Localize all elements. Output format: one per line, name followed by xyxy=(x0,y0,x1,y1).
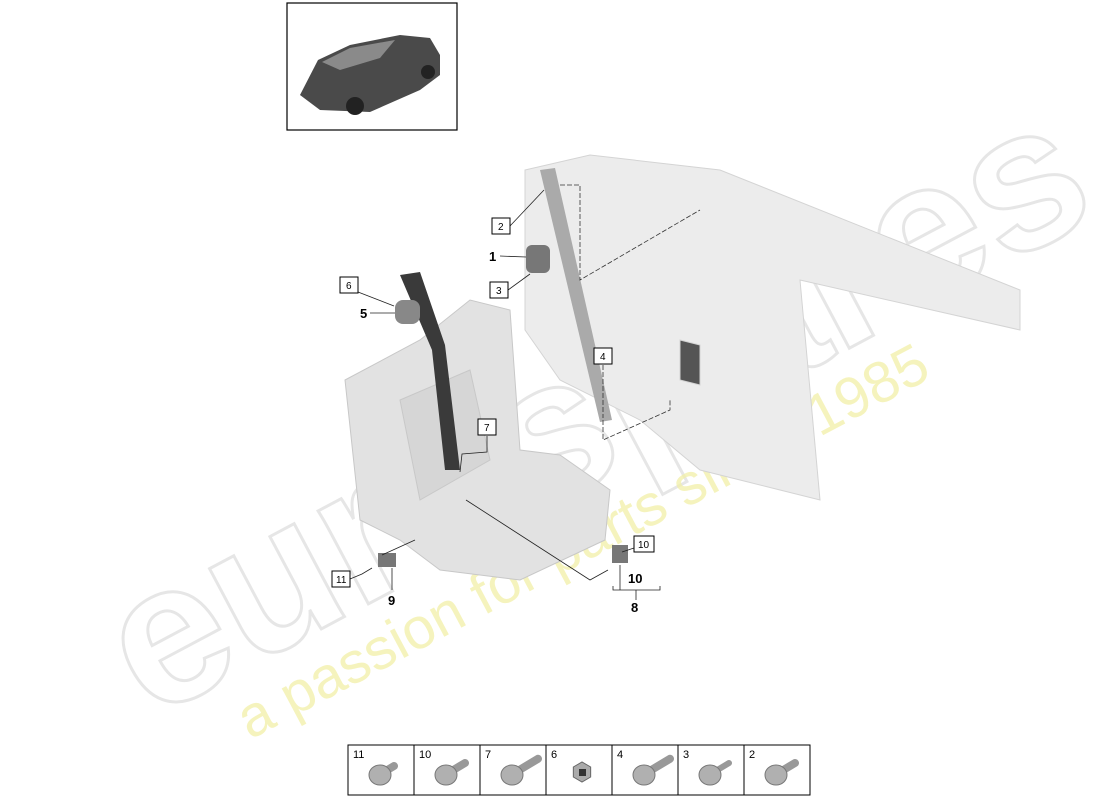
callout-8[interactable]: 8 xyxy=(631,600,638,615)
body-structure xyxy=(524,154,1021,501)
svg-text:6: 6 xyxy=(346,281,352,292)
part-number: 6 xyxy=(551,749,557,761)
svg-text:11: 11 xyxy=(336,575,347,586)
part-number: 10 xyxy=(419,749,431,761)
bolt-long-icon xyxy=(632,754,674,786)
callout-5[interactable]: 5 xyxy=(360,306,367,321)
part-number: 2 xyxy=(749,749,755,761)
hex-nut-icon xyxy=(572,761,592,783)
callout-4[interactable]: 4 xyxy=(593,347,613,365)
bolt-short-icon xyxy=(368,762,398,786)
part-number: 3 xyxy=(683,749,689,761)
bolt-shoulder-icon xyxy=(764,759,799,786)
part-number: 7 xyxy=(485,749,491,761)
callout-2[interactable]: 2 xyxy=(491,217,511,235)
svg-text:3: 3 xyxy=(496,286,502,297)
svg-text:4: 4 xyxy=(600,352,606,363)
parts-strip-cell[interactable]: 6 xyxy=(545,745,592,795)
svg-text:2: 2 xyxy=(498,222,504,233)
callout-10-box[interactable]: 10 xyxy=(633,535,655,553)
part-number: 4 xyxy=(617,749,623,761)
callout-9[interactable]: 9 xyxy=(388,593,395,608)
callout-7[interactable]: 7 xyxy=(477,418,497,436)
parts-strip-cell[interactable]: 7 xyxy=(479,745,542,795)
part-number: 11 xyxy=(353,749,364,761)
svg-text:10: 10 xyxy=(638,540,650,551)
parts-strip-cell[interactable]: 11 xyxy=(353,749,398,786)
parts-strip: 11 10 7 6 4 3 2 xyxy=(347,744,811,796)
bolt-stepped-icon xyxy=(698,760,732,786)
parts-strip-cell[interactable]: 3 xyxy=(677,745,732,795)
callout-3[interactable]: 3 xyxy=(489,281,509,299)
callout-10[interactable]: 10 xyxy=(628,571,642,586)
callout-11[interactable]: 11 xyxy=(331,570,351,588)
vehicle-thumbnail xyxy=(286,2,458,131)
parts-strip-cell[interactable]: 2 xyxy=(743,745,799,795)
callout-1[interactable]: 1 xyxy=(489,249,496,264)
callout-6[interactable]: 6 xyxy=(339,276,359,294)
parts-strip-cell[interactable]: 10 xyxy=(413,745,469,795)
parts-strip-cell[interactable]: 4 xyxy=(611,745,674,795)
leader-lines xyxy=(349,184,701,600)
bolt-shoulder-icon xyxy=(434,759,469,786)
bolt-long-icon xyxy=(500,754,542,786)
svg-text:7: 7 xyxy=(484,423,490,434)
